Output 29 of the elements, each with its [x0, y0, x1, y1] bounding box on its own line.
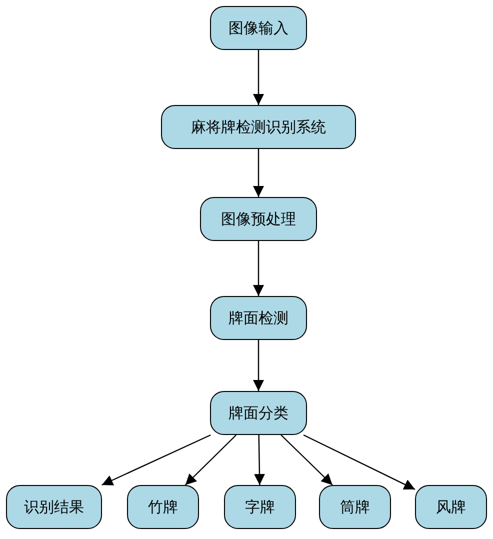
- process-box: [200, 197, 317, 241]
- process-box: [127, 485, 199, 529]
- process-box: [210, 6, 307, 50]
- process-box: [319, 485, 391, 529]
- arrow: [253, 149, 264, 197]
- node-label: 牌面检测: [228, 308, 288, 329]
- node-label: 风牌: [436, 496, 466, 518]
- arrow: [253, 340, 264, 391]
- process-box: [6, 485, 102, 529]
- arrow: [184, 434, 237, 486]
- process-box: [415, 485, 487, 529]
- node-label: 竹牌: [148, 496, 178, 518]
- arrow: [102, 434, 211, 486]
- node-label: 牌面分类: [228, 402, 288, 424]
- node-label: 字牌: [245, 496, 275, 518]
- process-box: [210, 391, 307, 435]
- process-box: [210, 296, 307, 340]
- arrow: [253, 241, 264, 296]
- arrow: [253, 50, 264, 105]
- node-label: 图像预处理: [221, 208, 296, 230]
- node-label: 麻将牌检测识别系统: [191, 116, 326, 138]
- process-box: [224, 485, 296, 529]
- arrow: [280, 434, 333, 486]
- process-box: [161, 105, 356, 149]
- arrow: [303, 434, 416, 490]
- arrow: [254, 434, 265, 486]
- node-label: 图像输入: [228, 18, 288, 39]
- node-label: 识别结果: [24, 496, 84, 518]
- node-label: 筒牌: [340, 496, 370, 518]
